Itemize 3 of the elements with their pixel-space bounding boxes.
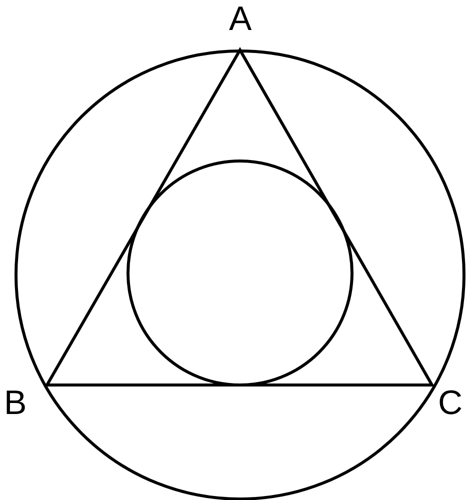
vertex-label: C — [438, 386, 463, 420]
vertex-label: B — [4, 386, 27, 420]
vertex-label: A — [229, 2, 252, 36]
